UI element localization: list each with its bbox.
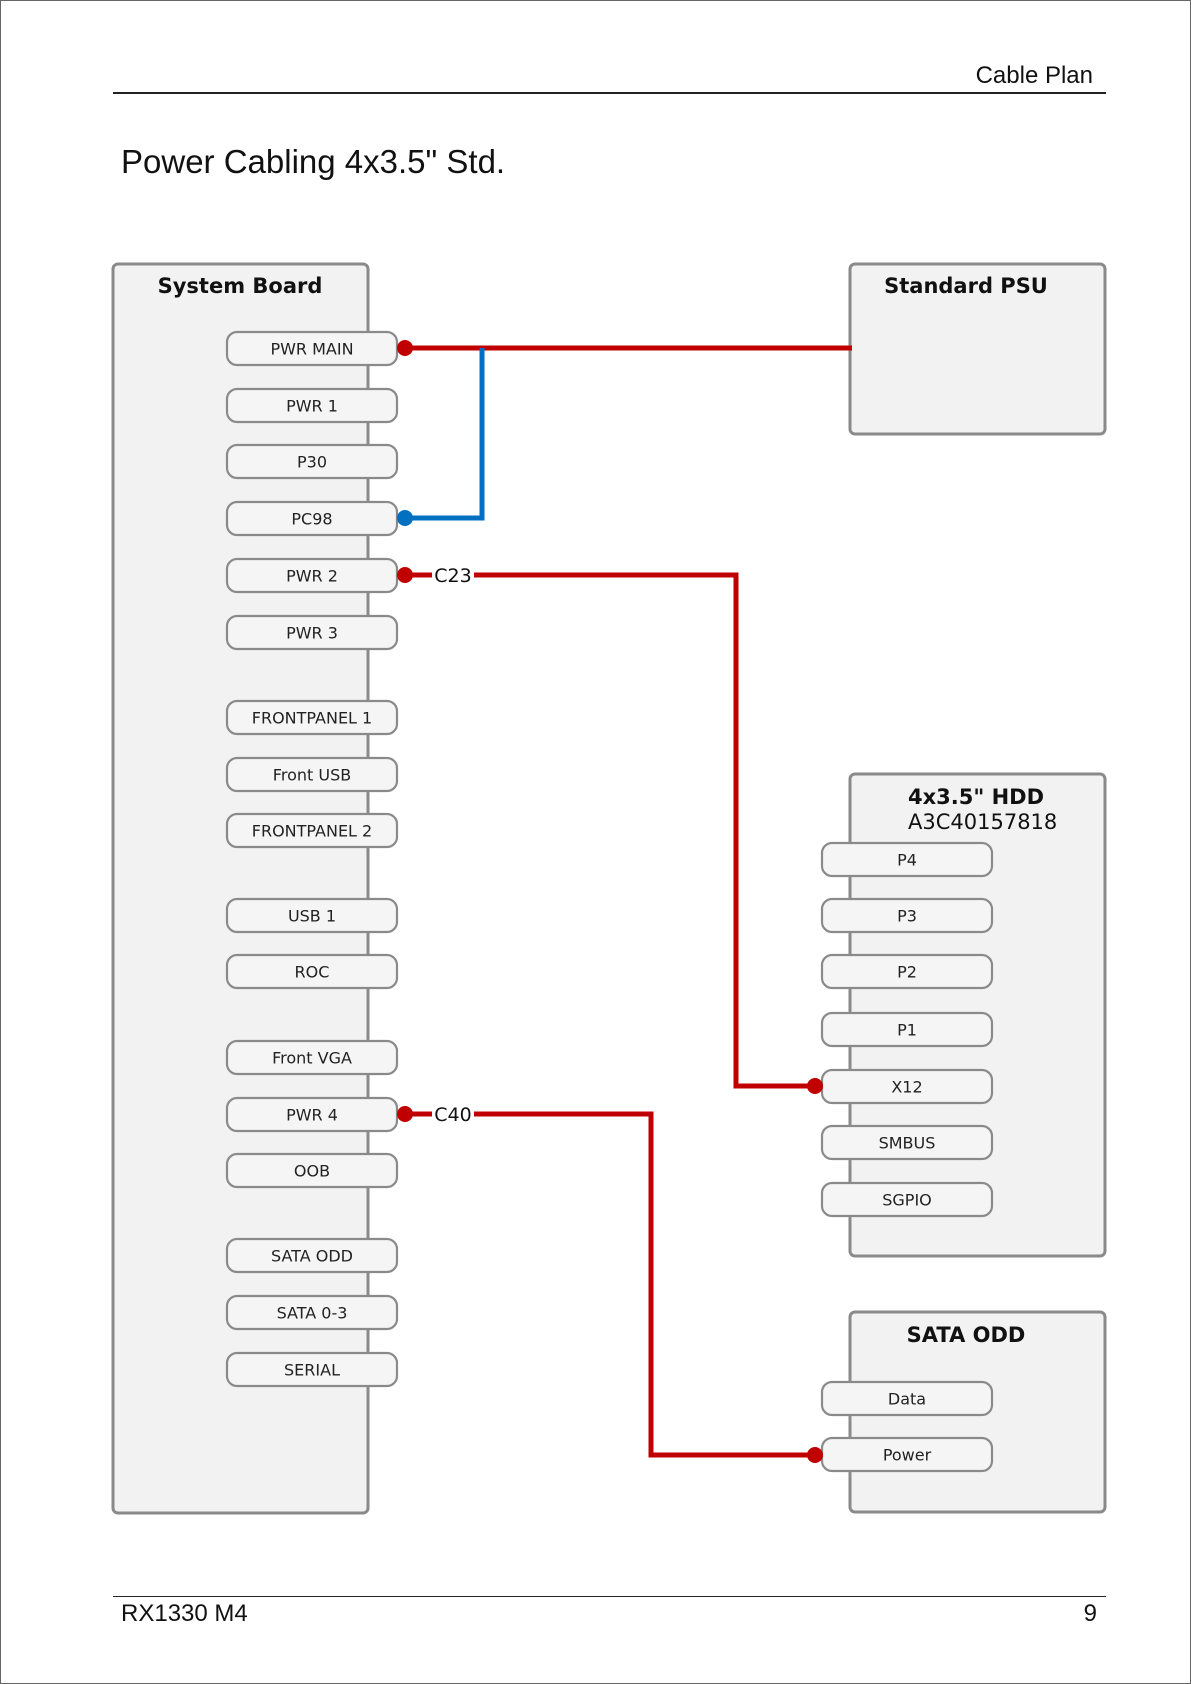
cables: C23 C40 [397,340,852,1463]
sb-serial-label: SERIAL [284,1361,340,1380]
plug-odd-power [807,1447,823,1463]
odd-data-label: Data [888,1390,926,1409]
hdd-p1-label: P1 [897,1021,917,1040]
hdd-x12-label: X12 [891,1078,922,1097]
odd-power-label: Power [883,1446,932,1465]
cable-c23 [405,575,815,1086]
sb-sata-0-3-label: SATA 0-3 [277,1304,348,1323]
sb-pwr-1-label: PWR 1 [286,397,338,416]
plug-x12 [807,1078,823,1094]
psu-title: Standard PSU [884,274,1048,298]
sb-sata-odd-label: SATA ODD [271,1247,353,1266]
sb-pwr-2-label: PWR 2 [286,567,338,586]
plug-pc98 [397,510,413,526]
cable-c23-label: C23 [434,565,471,587]
plug-pwr-4 [397,1106,413,1122]
sb-frontpanel-1-label: FRONTPANEL 1 [252,709,372,728]
sb-pwr-4-label: PWR 4 [286,1106,338,1125]
cable-pc98 [405,348,482,518]
plug-pwr-main [397,340,413,356]
cable-c40 [405,1114,815,1455]
sb-roc-label: ROC [295,963,330,982]
footer-page-number: 9 [1084,1600,1097,1628]
psu: Standard PSU [850,264,1105,434]
sb-usb-1-label: USB 1 [288,907,336,926]
sb-front-usb-label: Front USB [273,766,351,785]
hdd-smbus-label: SMBUS [879,1134,936,1153]
cable-c40-label: C40 [434,1104,471,1126]
footer-model: RX1330 M4 [121,1600,248,1628]
hdd-part-number: A3C40157818 [908,810,1057,834]
plug-pwr-2 [397,567,413,583]
sb-front-vga-label: Front VGA [272,1049,352,1068]
sb-p30-label: P30 [297,453,327,472]
hdd-sgpio-label: SGPIO [882,1191,932,1210]
hdd-title: 4x3.5" HDD [908,785,1044,809]
system-board-title: System Board [158,274,323,298]
sb-pwr-3-label: PWR 3 [286,624,338,643]
odd-title: SATA ODD [907,1323,1026,1347]
hdd-p3-label: P3 [897,907,917,926]
sb-pc98-label: PC98 [291,510,332,529]
sb-oob-label: OOB [294,1162,330,1181]
sb-frontpanel-2-label: FRONTPANEL 2 [252,822,372,841]
sb-pwr-main-label: PWR MAIN [270,340,353,359]
footer-rule [113,1596,1106,1597]
hdd-p4-label: P4 [897,851,917,870]
hdd-p2-label: P2 [897,963,917,982]
